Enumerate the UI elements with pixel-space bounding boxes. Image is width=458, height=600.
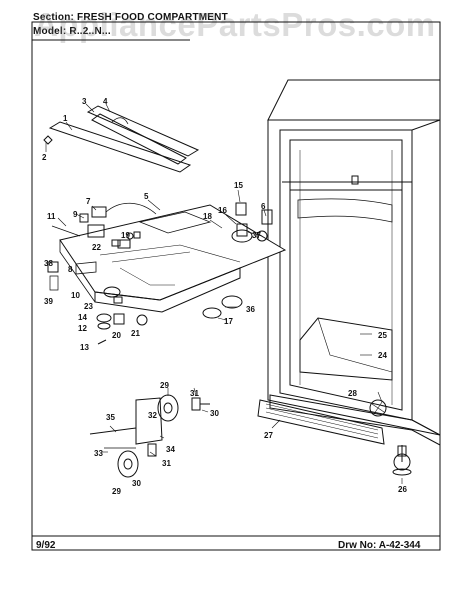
callout-30a: 30 — [210, 409, 219, 418]
callout-30b: 30 — [132, 479, 141, 488]
callout-9: 9 — [73, 210, 78, 219]
callout-33: 33 — [94, 449, 103, 458]
callout-16: 16 — [218, 206, 227, 215]
screw-2 — [43, 135, 53, 145]
callout-26: 26 — [398, 485, 407, 494]
callout-29b: 29 — [112, 487, 121, 496]
callout-39: 39 — [44, 297, 53, 306]
evaporator-cover — [59, 204, 287, 313]
toe-grille — [257, 399, 385, 445]
callout-7: 7 — [86, 197, 91, 206]
callout-numbers: 1 2 3 4 5 6 7 8 9 10 11 12 13 14 15 16 1… — [42, 97, 407, 496]
callout-18: 18 — [203, 212, 212, 221]
callout-2: 2 — [42, 153, 47, 162]
callout-31b: 31 — [162, 459, 171, 468]
callout-19: 19 — [121, 231, 130, 240]
callout-38: 38 — [44, 259, 53, 268]
callout-1: 1 — [63, 114, 68, 123]
top-rails — [48, 105, 200, 173]
cabinet — [267, 79, 441, 446]
callout-29a: 29 — [160, 381, 169, 390]
callout-12: 12 — [78, 324, 87, 333]
callout-35: 35 — [106, 413, 115, 422]
callout-13: 13 — [80, 343, 89, 352]
footer-date: 9/92 — [36, 540, 56, 551]
callout-8: 8 — [68, 265, 73, 274]
leveling-leg — [392, 445, 412, 476]
callout-5: 5 — [144, 192, 149, 201]
callout-23: 23 — [84, 302, 93, 311]
callout-34: 34 — [166, 445, 175, 454]
callout-37: 37 — [252, 231, 261, 240]
callout-14: 14 — [78, 313, 87, 322]
roller-assembly-upper — [157, 394, 210, 422]
model-line: Model: R..2..N... — [33, 26, 111, 37]
roller-bracket — [369, 399, 387, 417]
callout-24: 24 — [378, 351, 387, 360]
callout-11: 11 — [47, 212, 56, 221]
callout-6: 6 — [261, 202, 266, 211]
callout-21: 21 — [131, 329, 140, 338]
callout-36: 36 — [246, 305, 255, 314]
callout-32: 32 — [148, 411, 157, 420]
thermostat-parts — [47, 202, 273, 345]
roller-assembly-lower — [89, 397, 163, 478]
callout-17: 17 — [224, 317, 233, 326]
callout-15: 15 — [234, 181, 243, 190]
callout-31a: 31 — [190, 389, 199, 398]
callout-27: 27 — [264, 431, 273, 440]
callout-28: 28 — [348, 389, 357, 398]
section-title: Section: FRESH FOOD COMPARTMENT — [33, 12, 228, 23]
callout-20: 20 — [112, 331, 121, 340]
drawing-number: Drw No: A-42-344 — [338, 540, 421, 551]
callout-4: 4 — [103, 97, 108, 106]
leader-lines — [45, 103, 403, 484]
callout-25: 25 — [378, 331, 387, 340]
callout-3: 3 — [82, 97, 87, 106]
callout-10: 10 — [71, 291, 80, 300]
callout-22: 22 — [92, 243, 101, 252]
watermark: AppliancePartsPros.com — [34, 6, 436, 43]
